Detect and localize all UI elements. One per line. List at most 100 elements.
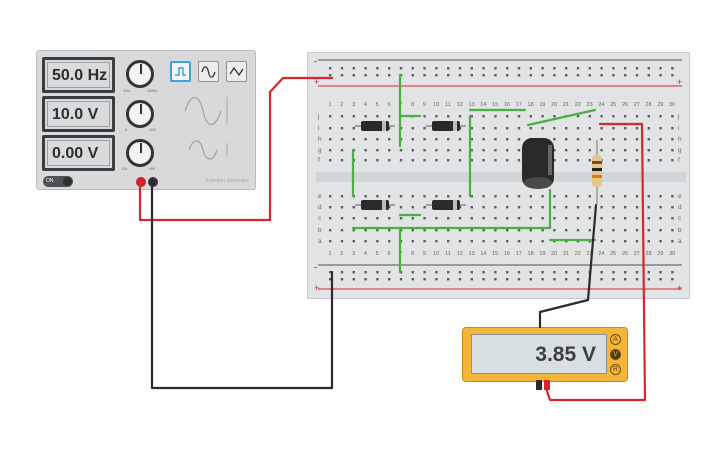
column-number: 21 bbox=[563, 102, 569, 108]
column-number: 20 bbox=[551, 251, 557, 257]
column-number: 28 bbox=[646, 251, 652, 257]
rail-hole bbox=[329, 271, 332, 274]
frequency-knob[interactable] bbox=[126, 60, 154, 88]
column-number: 9 bbox=[423, 102, 426, 108]
hole bbox=[588, 229, 591, 232]
hole bbox=[482, 149, 485, 152]
rail-hole bbox=[329, 74, 332, 77]
hole bbox=[553, 127, 556, 130]
hole bbox=[647, 206, 650, 209]
hole bbox=[411, 229, 414, 232]
hole bbox=[423, 206, 426, 209]
rail-hole bbox=[541, 271, 544, 274]
hole bbox=[329, 206, 332, 209]
column-number: 6 bbox=[387, 251, 390, 257]
hole bbox=[588, 127, 591, 130]
hole bbox=[399, 149, 403, 152]
column-number: 21 bbox=[563, 251, 569, 257]
rail-hole bbox=[541, 278, 544, 281]
rail-hole bbox=[458, 271, 462, 274]
hole bbox=[624, 240, 627, 243]
row-letter: j bbox=[677, 113, 679, 120]
offset-knob[interactable] bbox=[126, 139, 154, 167]
electrolytic-capacitor bbox=[522, 138, 554, 188]
hole bbox=[494, 240, 497, 243]
hole bbox=[494, 138, 497, 141]
column-number: 16 bbox=[504, 251, 510, 257]
hole bbox=[435, 159, 438, 162]
rail-hole bbox=[541, 74, 544, 77]
mode-r-button[interactable]: R bbox=[610, 364, 621, 375]
rail-hole bbox=[364, 278, 367, 281]
rail-hole bbox=[423, 278, 426, 281]
hole bbox=[659, 240, 662, 243]
triangle-wave-button[interactable] bbox=[226, 61, 247, 82]
column-number: 18 bbox=[528, 102, 534, 108]
red-wire-meter bbox=[543, 122, 647, 402]
column-number: 5 bbox=[376, 251, 379, 257]
square-wave-icon bbox=[175, 67, 186, 76]
row-letter: b bbox=[678, 227, 682, 234]
hole bbox=[458, 195, 462, 198]
hole bbox=[329, 127, 332, 130]
hole bbox=[364, 217, 367, 220]
hole bbox=[340, 229, 344, 232]
hole bbox=[435, 217, 438, 220]
rail-hole bbox=[447, 74, 450, 77]
hole bbox=[411, 138, 414, 141]
hole bbox=[659, 206, 662, 209]
hole bbox=[494, 149, 497, 152]
hole bbox=[565, 195, 568, 198]
triangle-wave-icon bbox=[229, 66, 244, 77]
hole bbox=[565, 149, 568, 152]
hole bbox=[671, 138, 674, 141]
hole bbox=[647, 138, 650, 141]
rail-hole bbox=[671, 67, 674, 70]
amplitude-knob[interactable] bbox=[126, 100, 154, 128]
rail-hole bbox=[482, 271, 485, 274]
rail-hole bbox=[517, 271, 521, 274]
hole bbox=[482, 195, 485, 198]
hole bbox=[447, 229, 450, 232]
row-letter: i bbox=[678, 125, 679, 132]
hole bbox=[576, 138, 580, 141]
rail-sign: - bbox=[314, 262, 317, 272]
knob-label: 1MHz bbox=[147, 88, 158, 93]
mode-v-button[interactable]: V bbox=[610, 349, 621, 360]
rail-hole bbox=[624, 271, 627, 274]
rail-hole bbox=[600, 74, 603, 77]
hole bbox=[647, 115, 650, 118]
hole bbox=[635, 195, 639, 198]
row-letter: d bbox=[318, 204, 322, 211]
rail-hole bbox=[529, 271, 532, 274]
hole bbox=[470, 229, 473, 232]
hole bbox=[482, 217, 485, 220]
hole bbox=[506, 195, 509, 198]
function-generator[interactable]: 50.0 Hz 10.0 V 0.00 V 1Hz 1MHz 0 10V -5V… bbox=[36, 50, 256, 190]
hole bbox=[411, 159, 414, 162]
hole bbox=[329, 217, 332, 220]
column-number: 4 bbox=[364, 251, 367, 257]
diode-band bbox=[453, 200, 457, 210]
mode-a-button[interactable]: A bbox=[610, 334, 621, 345]
rail-hole bbox=[517, 278, 521, 281]
hole bbox=[482, 115, 485, 118]
hole bbox=[376, 115, 379, 118]
rail-hole bbox=[423, 67, 426, 70]
sine-wave-button[interactable] bbox=[198, 61, 219, 82]
square-wave-button[interactable] bbox=[170, 61, 191, 82]
hole bbox=[376, 195, 379, 198]
hole bbox=[553, 206, 556, 209]
column-number: 23 bbox=[587, 251, 593, 257]
hole bbox=[541, 195, 544, 198]
hole bbox=[565, 229, 568, 232]
hole bbox=[506, 149, 509, 152]
waveform-preview-icons bbox=[184, 96, 228, 160]
rail-hole bbox=[659, 278, 662, 281]
frequency-display: 50.0 Hz bbox=[42, 57, 115, 93]
hole bbox=[411, 127, 414, 130]
power-switch[interactable]: ON bbox=[43, 176, 73, 187]
rail-hole bbox=[494, 278, 497, 281]
column-number: 26 bbox=[622, 251, 628, 257]
